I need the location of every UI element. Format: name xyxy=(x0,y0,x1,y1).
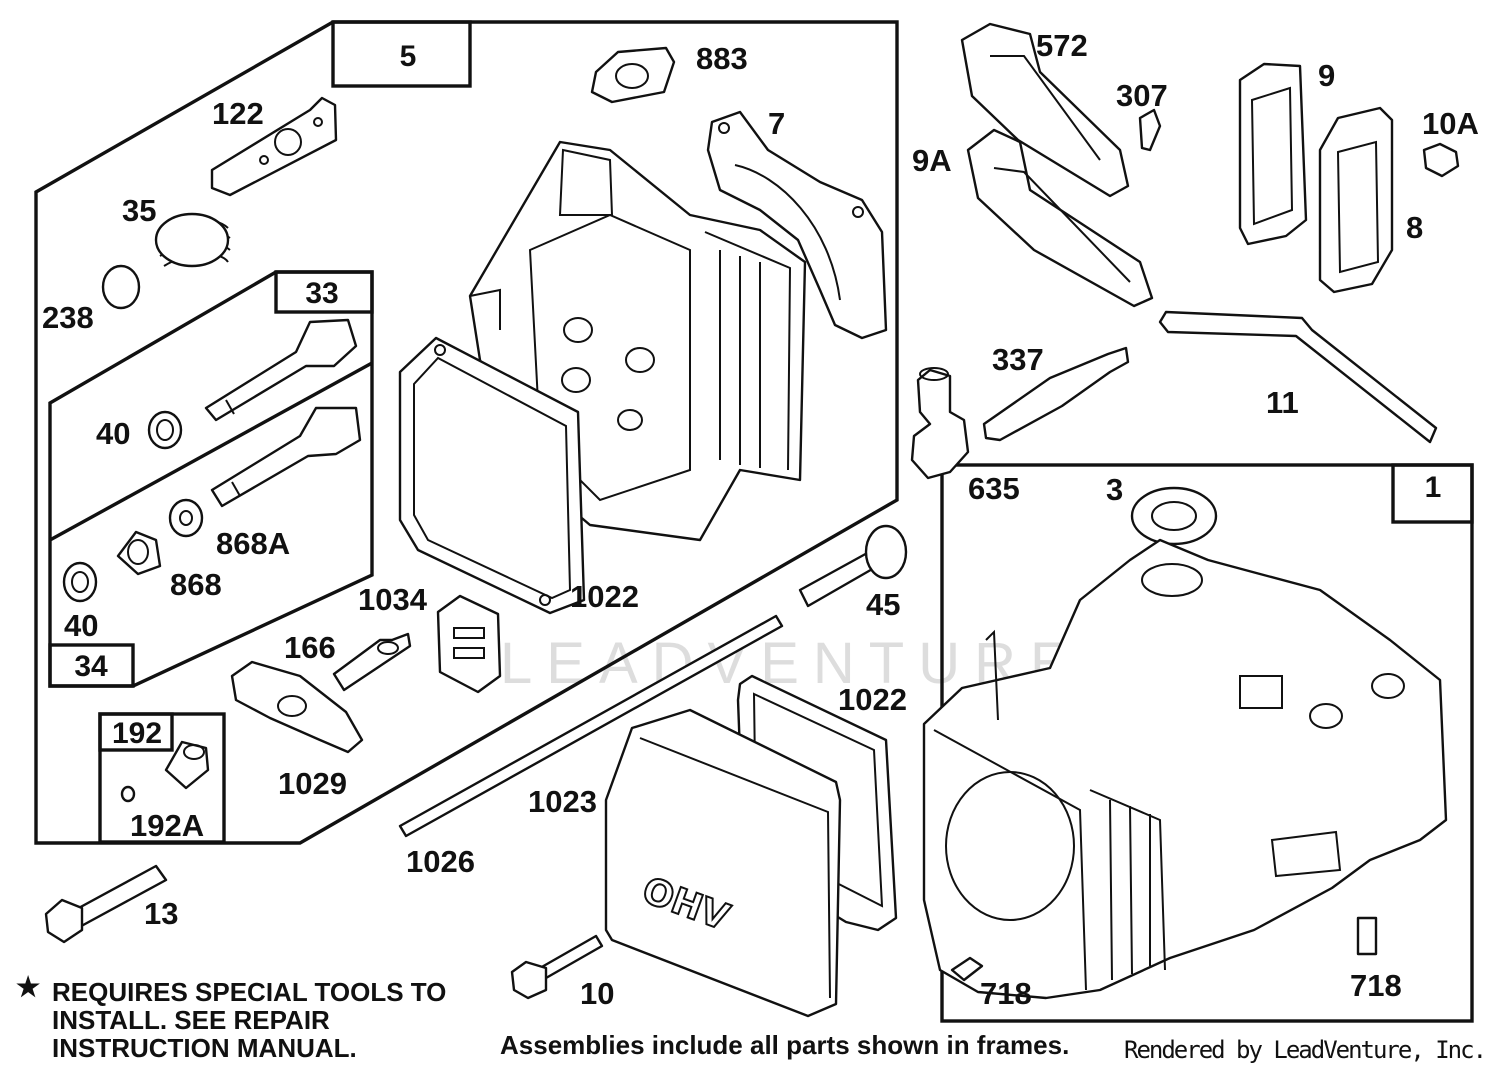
valve-spacer-122 xyxy=(210,96,338,197)
elbow-635 xyxy=(910,367,970,480)
intake-gasket-572 xyxy=(960,22,1130,198)
exhaust-valve xyxy=(204,318,358,422)
label-40b: 40 xyxy=(64,608,98,643)
gasket-9 xyxy=(1238,62,1308,246)
muffler-shield-8 xyxy=(1318,106,1394,294)
label-1022a: 1022 xyxy=(570,579,639,614)
valve-spring-35 xyxy=(154,212,231,268)
label-1034: 1034 xyxy=(358,582,428,617)
frame-label-34: 34 xyxy=(74,650,108,683)
guide-plate-1034 xyxy=(436,594,502,694)
special-tools-note: REQUIRES SPECIAL TOOLS TO INSTALL. SEE R… xyxy=(52,977,447,1063)
label-1022b: 1022 xyxy=(838,682,907,717)
rocker-cover-gasket-1022a xyxy=(398,336,586,615)
label-718a: 718 xyxy=(980,976,1032,1011)
label-9: 9 xyxy=(1318,58,1335,93)
part-labels: 883 7 122 35 238 40 868A 868 40 1022 103… xyxy=(42,28,1479,1011)
label-1029: 1029 xyxy=(278,766,347,801)
star-icon: ★ xyxy=(16,972,41,1002)
dowel-pin-718a xyxy=(950,956,984,982)
valve-retainer-40a xyxy=(147,410,183,450)
label-1026: 1026 xyxy=(406,844,475,879)
valve-seal-868 xyxy=(116,530,162,576)
label-7: 7 xyxy=(768,106,785,141)
screw-307 xyxy=(1138,108,1162,152)
frame-label-1: 1 xyxy=(1425,471,1442,504)
rocker-cover-1023: OHV xyxy=(604,708,842,1018)
bolt-13 xyxy=(44,864,168,944)
bolt-10 xyxy=(510,934,604,1000)
label-192a: 192A xyxy=(130,808,204,843)
label-8: 8 xyxy=(1406,210,1423,245)
assembly-frame-5: 5 xyxy=(34,20,899,845)
set-screw-192a xyxy=(120,785,136,803)
adjusting-nut-192 xyxy=(164,740,210,790)
label-166: 166 xyxy=(284,630,336,665)
label-10a: 10A xyxy=(1422,106,1479,141)
gasket-883 xyxy=(590,46,676,104)
push-rod-guide-45 xyxy=(798,524,908,608)
frame-label-192: 192 xyxy=(112,717,162,750)
rendered-by-credit: Rendered by LeadVenture, Inc. xyxy=(1124,1036,1487,1064)
seal-3 xyxy=(1130,486,1218,546)
valve-cap-238 xyxy=(101,264,141,310)
label-3: 3 xyxy=(1106,472,1123,507)
label-1023: 1023 xyxy=(528,784,597,819)
rocker-stud-166 xyxy=(332,632,412,692)
washer-868a xyxy=(168,498,204,538)
head-gasket-7 xyxy=(706,110,888,340)
dowel-pin-718b xyxy=(1356,916,1378,956)
label-635: 635 xyxy=(968,471,1020,506)
label-337: 337 xyxy=(992,342,1044,377)
valve-retainer-40b xyxy=(62,561,98,603)
label-10: 10 xyxy=(580,976,614,1011)
label-9a: 9A xyxy=(912,143,952,178)
intake-valve xyxy=(210,406,362,508)
frame-label-33: 33 xyxy=(305,277,338,310)
label-572: 572 xyxy=(1036,28,1088,63)
push-rod-1026 xyxy=(398,614,784,838)
rocker-arm-1029 xyxy=(230,660,364,754)
label-883: 883 xyxy=(696,41,748,76)
label-718b: 718 xyxy=(1350,968,1402,1003)
assemblies-note: Assemblies include all parts shown in fr… xyxy=(500,1030,1070,1060)
frame-label-5: 5 xyxy=(400,40,417,73)
assembly-frame-192: 192 xyxy=(98,712,226,844)
label-307: 307 xyxy=(1116,78,1168,113)
assembly-frame-33-34: 33 34 xyxy=(48,270,374,688)
label-868: 868 xyxy=(170,567,222,602)
label-40a: 40 xyxy=(96,416,130,451)
label-45: 45 xyxy=(866,587,900,622)
screw-10a xyxy=(1422,142,1460,178)
label-35: 35 xyxy=(122,193,156,228)
gasket-9a xyxy=(966,128,1154,308)
label-11: 11 xyxy=(1266,385,1299,420)
label-238: 238 xyxy=(42,300,94,335)
breather-tube-11 xyxy=(1158,310,1438,444)
label-868a: 868A xyxy=(216,526,290,561)
spark-plug-337 xyxy=(982,346,1130,442)
label-13: 13 xyxy=(144,896,178,931)
cylinder-block xyxy=(922,538,1448,1000)
label-122: 122 xyxy=(212,96,264,131)
